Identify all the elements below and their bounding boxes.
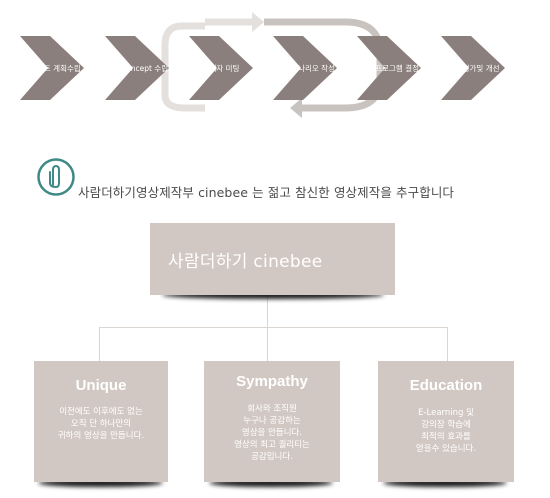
process-chevron-5 — [357, 36, 421, 100]
unique-shadow — [38, 479, 163, 487]
process-step-3: 관계자 미팅 — [202, 64, 240, 73]
process-chevron-2 — [105, 36, 169, 100]
education-line-3: 최적의 효과를 — [421, 432, 471, 442]
unique-line-2: 오직 단 하나만의 — [70, 419, 132, 429]
process-chevron-3 — [189, 36, 253, 100]
unique-box: Unique 이전에도 이후에도 없는 오직 단 하나만의 귀하의 영상을 만듭… — [34, 361, 168, 482]
sympathy-line-4: 영상의 최고 퀄리티는 — [234, 440, 310, 450]
loop-arrowhead-left — [290, 98, 302, 118]
sympathy-description: 회사와 조직원 누구나 공감하는 영상을 만듭니다. 영상의 최고 퀄리티는 공… — [204, 403, 340, 463]
education-box: Education E-Learning 및 강의장 학습에 최적의 효과를 얻… — [378, 361, 514, 482]
process-step-5: 과정 프로그램 결정 — [359, 64, 419, 73]
sympathy-line-5: 공감입니다. — [251, 452, 293, 462]
unique-line-1: 이전에도 이후에도 없는 — [59, 407, 143, 417]
process-step-2: 기본 concept 수립 — [105, 64, 169, 73]
process-chevron-6 — [441, 36, 505, 100]
root-shadow — [162, 291, 384, 299]
process-flow — [20, 12, 505, 118]
connector-center — [267, 327, 268, 362]
process-chevron-4 — [273, 36, 337, 100]
connector-right — [447, 327, 448, 362]
connector-horizontal — [99, 327, 448, 328]
loop-arrow-right — [264, 18, 384, 112]
education-description: E-Learning 및 강의장 학습에 최적의 효과를 얻을수 있습니다. — [378, 407, 514, 455]
root-box — [150, 223, 395, 295]
loop-arrowhead-right — [252, 12, 264, 32]
process-step-4: 맞춤 시나리오 작성 — [275, 64, 335, 73]
loop-arrow-upper — [161, 22, 205, 95]
process-step-6: 과정 평가및 개선 — [446, 64, 500, 73]
education-line-4: 얻을수 있습니다. — [415, 444, 477, 454]
unique-description: 이전에도 이후에도 없는 오직 단 하나만의 귀하의 영상을 만듭니다. — [34, 406, 168, 442]
sympathy-line-2: 누구나 공감하는 — [243, 416, 301, 426]
root-title: 사람더하기 cinebee — [168, 252, 323, 272]
paperclip-icon — [37, 158, 75, 196]
connector-root — [267, 295, 268, 327]
connector-left — [99, 327, 100, 362]
statement-text: 사람더하기영상제작부 cinebee 는 젊고 참신한 영상제작을 추구합니다 — [78, 185, 455, 200]
education-line-1: E-Learning 및 — [418, 408, 474, 418]
process-chevron-1 — [20, 36, 84, 100]
unique-line-3: 귀하의 영상을 만듭니다. — [57, 431, 145, 441]
education-title: Education — [409, 377, 483, 394]
sympathy-line-3: 영상을 만듭니다. — [241, 428, 303, 438]
sympathy-line-1: 회사와 조직원 — [247, 404, 297, 414]
process-step-1: 프로젝트 계획수립 — [23, 64, 81, 73]
sympathy-box: Sympathy 회사와 조직원 누구나 공감하는 영상을 만듭니다. 영상의 … — [204, 361, 340, 482]
sympathy-title: Sympathy — [236, 373, 308, 390]
education-line-2: 강의장 학습에 — [421, 420, 471, 430]
process-chevrons — [20, 36, 505, 100]
sympathy-shadow — [209, 479, 333, 487]
education-shadow — [383, 479, 507, 487]
unique-title: Unique — [75, 377, 127, 394]
